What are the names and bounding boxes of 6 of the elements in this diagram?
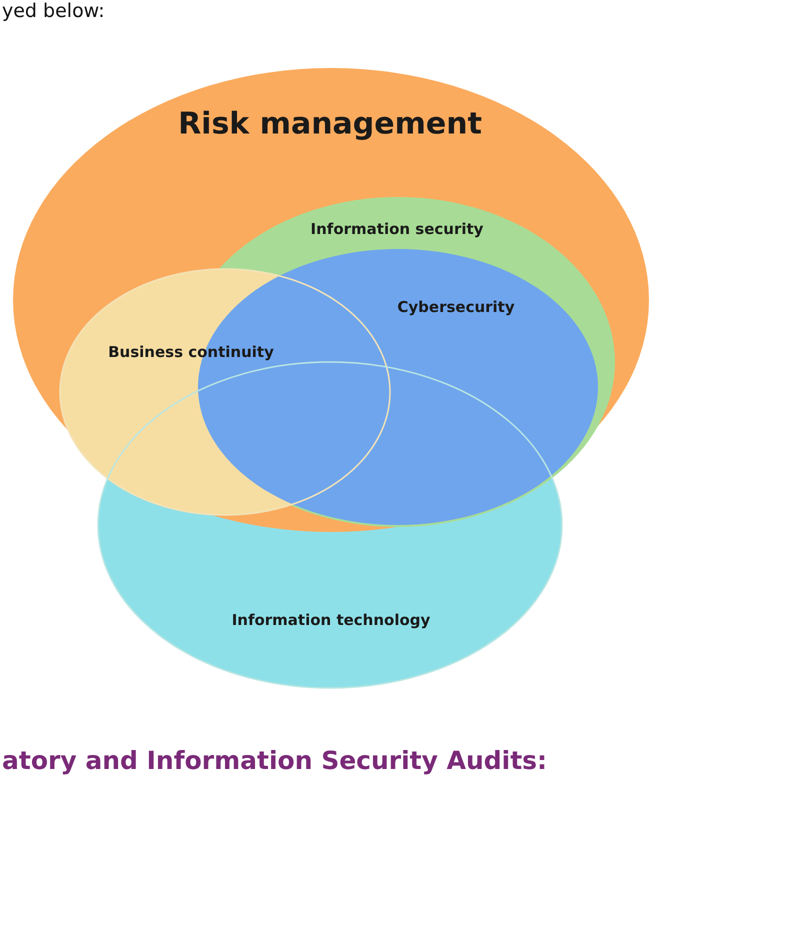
set-label: Information technology [232, 611, 430, 629]
cut-off-text: yed below: [2, 0, 105, 22]
set-label: Cybersecurity [397, 298, 515, 316]
set-label: Information security [310, 220, 484, 238]
set-label: Risk management [178, 106, 482, 142]
section-heading: atory and Information Security Audits: [2, 746, 548, 775]
